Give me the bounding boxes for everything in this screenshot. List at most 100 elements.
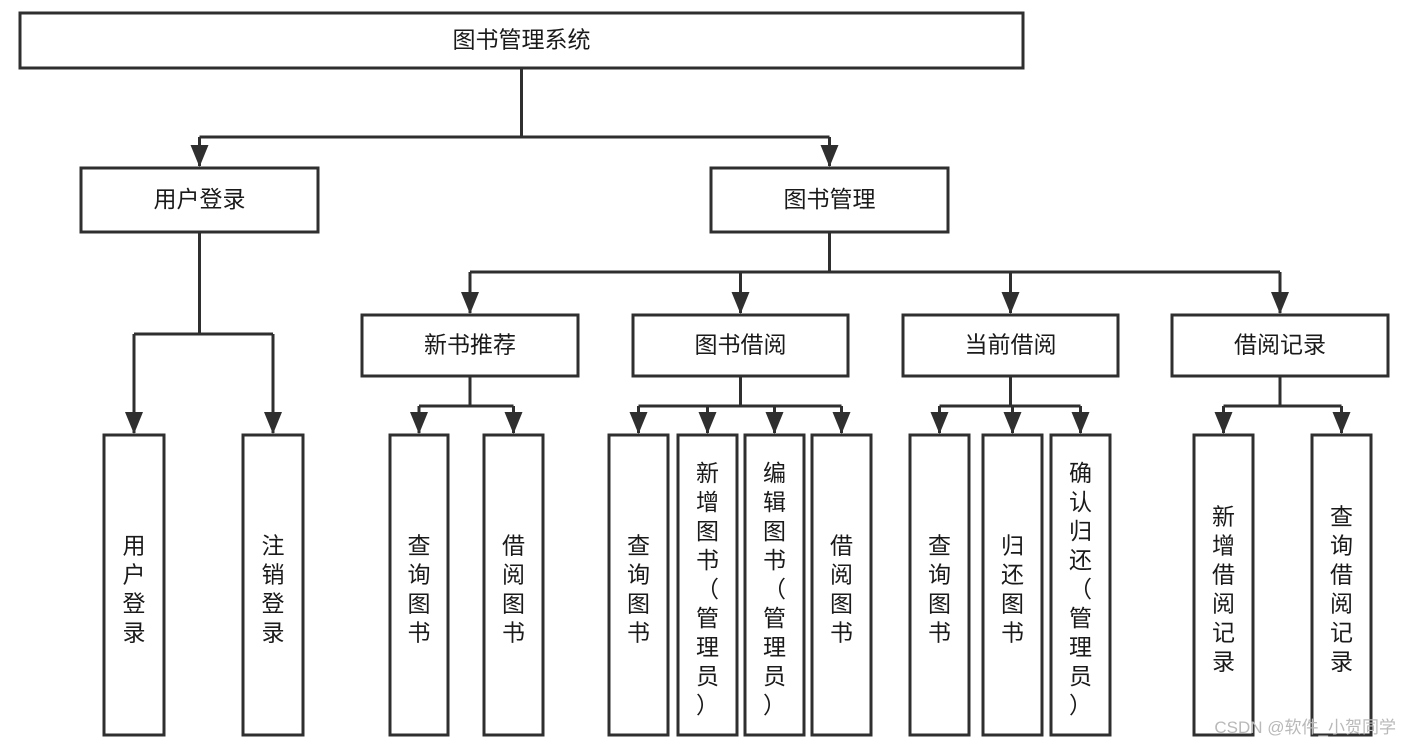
node-leaf-edit-book-admin-label-char: 编 xyxy=(763,460,786,486)
node-leaf-edit-book-admin-label-char: 员 xyxy=(763,663,786,689)
node-leaf-query-borrow-record-label-char: 录 xyxy=(1330,649,1353,675)
node-leaf-user-login-label-char: 录 xyxy=(123,620,146,646)
arrow-down-icon-book-borrow-1 xyxy=(698,412,717,434)
node-leaf-return-book-label-char: 书 xyxy=(1001,620,1024,646)
node-leaf-query-book-current-rect xyxy=(908,433,971,737)
arrow-down-icon-user-login-1 xyxy=(264,412,282,434)
arrow-down-icon-l2-1 xyxy=(820,145,839,167)
node-leaf-query-borrow-record-label-char: 借 xyxy=(1330,562,1353,588)
node-root-book-management-system[interactable]: 图书管理系统 xyxy=(18,11,1025,70)
node-leaf-query-borrow-record-label-char: 查 xyxy=(1330,504,1353,530)
node-leaf-add-borrow-record-label-char: 借 xyxy=(1212,562,1235,588)
node-book-borrow[interactable]: 图书借阅 xyxy=(631,313,850,378)
node-leaf-user-login-label-char: 用 xyxy=(123,533,146,559)
node-leaf-confirm-return-label-char: 还 xyxy=(1069,547,1092,573)
node-leaf-confirm-return-label-char: 员 xyxy=(1069,663,1092,689)
node-root-book-management-system-rect xyxy=(18,11,1025,70)
node-leaf-confirm-return-label-char: 管 xyxy=(1069,605,1092,631)
node-user-login[interactable]: 用户登录 xyxy=(79,166,320,234)
node-current-borrow-rect xyxy=(901,313,1120,378)
node-leaf-return-book-label-char: 归 xyxy=(1001,533,1024,559)
node-leaf-confirm-return-label-char: ） xyxy=(1069,692,1092,718)
arrow-down-icon-l3-0 xyxy=(461,292,479,314)
node-leaf-add-borrow-record-label-char: 新 xyxy=(1212,504,1235,530)
node-leaf-query-book-current-label-char: 图 xyxy=(928,591,951,617)
node-leaf-query-book-borrow-label-char: 询 xyxy=(627,562,650,588)
node-leaf-query-book-rec-label-char: 书 xyxy=(408,620,431,646)
node-leaf-add-book-admin-label-char: 管 xyxy=(696,605,719,631)
arrow-down-icon-user-login-0 xyxy=(125,412,143,434)
node-new-book-recommend[interactable]: 新书推荐 xyxy=(360,313,580,378)
node-leaf-query-book-current-label-char: 询 xyxy=(928,562,951,588)
node-leaf-borrow-book-rec-label-char: 借 xyxy=(502,533,525,559)
node-leaf-user-login-label-char: 登 xyxy=(123,591,146,617)
node-leaf-query-book-rec-rect xyxy=(388,433,450,737)
node-leaf-borrow-book-label-char: 图 xyxy=(830,591,853,617)
node-leaf-user-login[interactable]: 用户登录 xyxy=(102,433,166,737)
node-borrow-record-rect xyxy=(1170,313,1390,378)
node-leaf-confirm-return-rect xyxy=(1049,433,1112,737)
node-leaf-query-borrow-record-label-char: 记 xyxy=(1330,620,1353,646)
node-current-borrow[interactable]: 当前借阅 xyxy=(901,313,1120,378)
arrow-down-icon-l3-2 xyxy=(1001,292,1020,314)
node-leaf-add-borrow-record-label-char: 录 xyxy=(1212,649,1235,675)
node-leaf-logout-login-label-char: 销 xyxy=(262,562,285,588)
arrow-down-icon-current-borrow-0 xyxy=(930,412,949,434)
node-leaf-add-book-admin-label-char: 员 xyxy=(696,663,719,689)
node-leaf-return-book-label-char: 还 xyxy=(1001,562,1024,588)
node-leaf-query-book-borrow-label-char: 书 xyxy=(627,620,650,646)
node-leaf-borrow-book-rec-rect xyxy=(482,433,545,737)
node-leaf-edit-book-admin-label-char: 图 xyxy=(763,518,786,544)
node-leaf-confirm-return-label-char: （ xyxy=(1069,576,1092,602)
node-leaf-return-book-label-char: 图 xyxy=(1001,591,1024,617)
node-layer: 图书管理系统用户登录图书管理新书推荐图书借阅当前借阅借阅记录用户登录注销登录查询… xyxy=(18,11,1390,737)
arrow-down-icon-borrow-record-0 xyxy=(1214,412,1233,434)
arrow-down-icon-book-borrow-2 xyxy=(765,412,784,434)
arrow-down-icon-l2-0 xyxy=(190,145,209,167)
node-leaf-query-book-current-label-char: 书 xyxy=(928,620,951,646)
node-leaf-query-borrow-record-rect xyxy=(1310,433,1373,737)
node-leaf-edit-book-admin-label-char: （ xyxy=(763,576,786,602)
node-leaf-add-book-admin-label-char: 书 xyxy=(696,547,719,573)
node-leaf-add-borrow-record-label-char: 阅 xyxy=(1212,591,1235,617)
node-leaf-borrow-book-rec-label-char: 图 xyxy=(502,591,525,617)
node-leaf-borrow-book-rect xyxy=(810,433,873,737)
node-book-manage-label: 图书管理 xyxy=(784,186,876,212)
node-leaf-borrow-book-label-char: 阅 xyxy=(830,562,853,588)
arrow-down-icon-l3-1 xyxy=(731,292,750,314)
connector-layer xyxy=(125,68,1351,434)
node-leaf-query-book-borrow-label-char: 图 xyxy=(627,591,650,617)
node-book-borrow-rect xyxy=(631,313,850,378)
node-new-book-recommend-label: 新书推荐 xyxy=(424,332,516,358)
node-user-login-label: 用户登录 xyxy=(154,186,246,212)
node-leaf-return-book-rect xyxy=(981,433,1044,737)
node-leaf-confirm-return-label-char: 确 xyxy=(1069,460,1092,486)
node-leaf-query-borrow-record-label-char: 阅 xyxy=(1330,591,1353,617)
node-book-manage-rect xyxy=(709,166,950,234)
node-leaf-add-borrow-record-label-char: 记 xyxy=(1212,620,1235,646)
node-leaf-query-book-rec-label-char: 询 xyxy=(408,562,431,588)
node-leaf-confirm-return-label-char: 归 xyxy=(1069,518,1092,544)
node-leaf-add-borrow-record-rect xyxy=(1192,433,1255,737)
csdn-watermark: CSDN @软件_小贺同学 xyxy=(1214,718,1396,737)
node-leaf-edit-book-admin-label-char: 管 xyxy=(763,605,786,631)
node-leaf-edit-book-admin-rect xyxy=(743,433,806,737)
arrow-down-icon-current-borrow-1 xyxy=(1003,412,1022,434)
node-book-manage[interactable]: 图书管理 xyxy=(709,166,950,234)
node-leaf-user-login-rect xyxy=(102,433,166,737)
node-borrow-record[interactable]: 借阅记录 xyxy=(1170,313,1390,378)
node-leaf-add-book-admin-label-char: 理 xyxy=(696,634,719,660)
